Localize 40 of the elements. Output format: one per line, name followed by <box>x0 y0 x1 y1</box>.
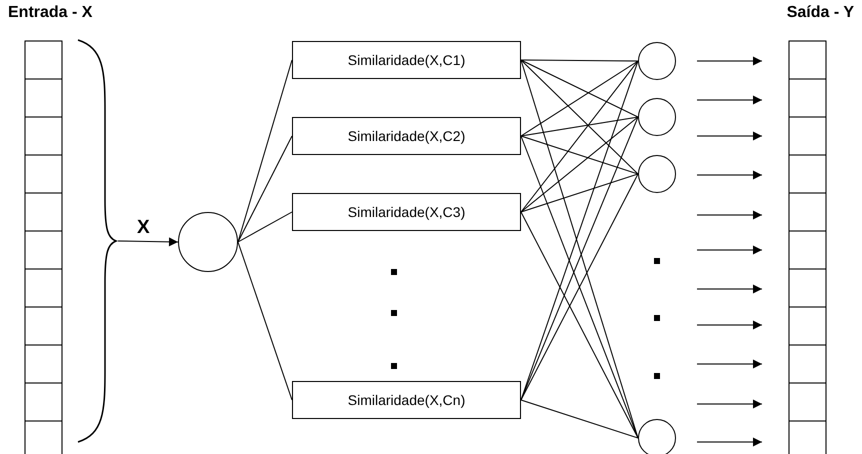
arrow <box>696 170 762 180</box>
neuron-circle <box>638 98 676 136</box>
connection-line <box>520 174 638 212</box>
arrow <box>696 96 762 104</box>
connection-line <box>520 60 638 174</box>
arrow <box>696 210 762 220</box>
arrow <box>696 284 762 294</box>
connection-line <box>520 212 638 438</box>
arrow <box>696 360 762 368</box>
connection-line <box>520 116 638 400</box>
arrow <box>118 237 178 246</box>
vector-heading: Saída - Y <box>786 4 854 22</box>
neuron-circle <box>178 212 238 272</box>
connection-line <box>520 60 638 62</box>
arrow <box>696 56 762 66</box>
arrow <box>696 132 762 140</box>
similarity-box: Similaridade(X,C1) <box>292 41 521 79</box>
connection-line <box>520 60 638 212</box>
connection-line <box>238 212 292 242</box>
connection-line <box>520 116 638 136</box>
similarity-box: Similaridade(X,C2) <box>292 117 521 155</box>
similarity-box: Similaridade(X,C3) <box>292 193 521 231</box>
arrow <box>696 246 762 254</box>
connection-line <box>520 400 638 438</box>
connection-line <box>238 136 292 242</box>
connection-line <box>520 174 638 400</box>
connection-line <box>520 60 638 118</box>
similarity-box: Similaridade(X,Cn) <box>292 381 521 419</box>
neuron-circle <box>638 42 676 80</box>
connection-line <box>520 136 638 438</box>
arrow <box>696 320 762 330</box>
neuron-circle <box>638 155 676 193</box>
connection-line <box>520 116 638 212</box>
connection-line <box>238 242 292 400</box>
arrow <box>696 400 762 408</box>
connection-line <box>520 60 638 136</box>
connection-line <box>238 60 292 242</box>
arrow <box>696 438 762 446</box>
connection-line <box>520 136 638 174</box>
vector-heading: Entrada - X <box>8 4 92 22</box>
